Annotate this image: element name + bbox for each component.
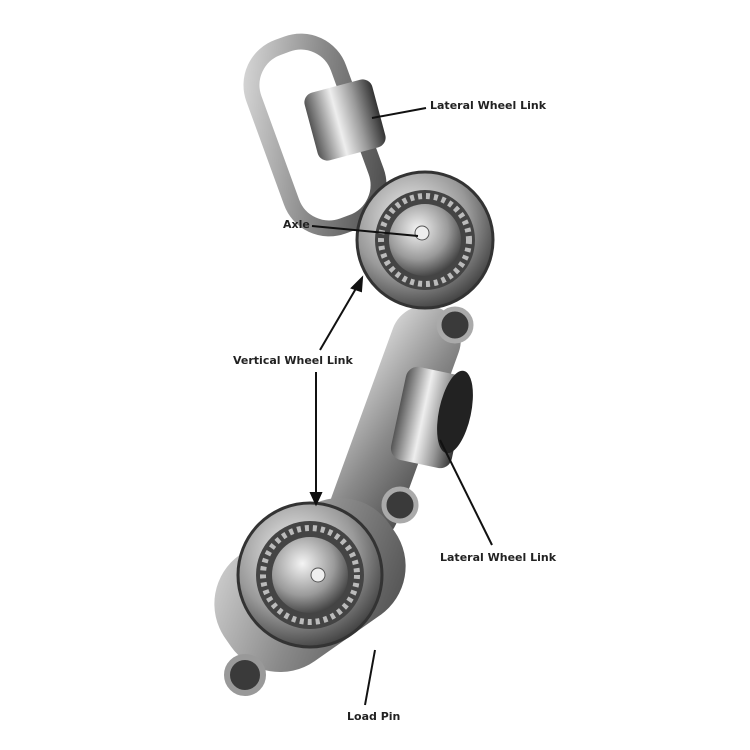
vertical-wheel-bottom xyxy=(236,501,384,649)
label-lateral-wheel-link-bottom: Lateral Wheel Link xyxy=(440,551,557,564)
leader-lines xyxy=(309,107,493,706)
lateral-wheel-link-top xyxy=(243,33,387,237)
label-axle: Axle xyxy=(283,218,310,231)
label-load-pin: Load Pin xyxy=(347,710,401,723)
label-lateral-wheel-link-top: Lateral Wheel Link xyxy=(430,99,547,112)
vertical-wheel-top xyxy=(355,170,495,310)
lateral-wheel-link-middle xyxy=(390,366,473,469)
label-vertical-wheel-link: Vertical Wheel Link xyxy=(233,354,353,367)
